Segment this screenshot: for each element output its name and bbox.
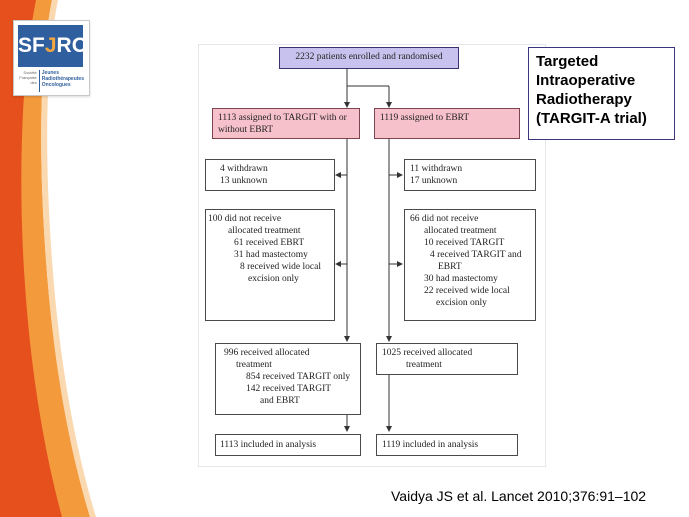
swoosh-deep <box>0 0 62 517</box>
consort-flowchart: 2232 patients enrolled and randomised 11… <box>198 44 546 467</box>
right-not-received-box: 66 did not receive allocated treatment 1… <box>404 209 536 321</box>
right-received-box: 1025 received allocated treatment <box>376 343 518 375</box>
title-line: Targeted <box>536 53 599 70</box>
logo-wordmark: SFJRO <box>18 25 88 67</box>
sfjro-logo: SFJRO Société Française des Jeunes Radio… <box>13 20 90 96</box>
logo-subtitle-right: Jeunes Radiothérapeutes Oncologues <box>41 70 84 88</box>
title-line: Radiotherapy <box>536 91 632 108</box>
left-assigned-box: 1113 assigned to TARGIT with or without … <box>212 108 360 139</box>
left-analysis-box: 1113 included in analysis <box>215 434 361 456</box>
enrolled-box: 2232 patients enrolled and randomised <box>279 47 459 69</box>
title-line: (TARGIT-A trial) <box>536 110 647 127</box>
right-analysis-box: 1119 included in analysis <box>376 434 518 456</box>
logo-subtitle: Société Française des Jeunes Radiothérap… <box>18 70 84 92</box>
slide-title-box: Targeted Intraoperative Radiotherapy (TA… <box>528 47 675 140</box>
left-received-box: 996 received allocated treatment 854 rec… <box>215 343 361 415</box>
flowchart-connectors <box>335 69 403 432</box>
right-assigned-box: 1119 assigned to EBRT <box>374 108 520 139</box>
left-not-received-box: 100 did not receive allocated treatment … <box>205 209 335 321</box>
citation-text: Vaidya JS et al. Lancet 2010;376:91–102 <box>391 488 647 504</box>
left-withdrawn-box: 4 withdrawn 13 unknown <box>205 159 335 191</box>
right-withdrawn-box: 11 withdrawn 17 unknown <box>404 159 536 191</box>
logo-subtitle-left: Société Française des <box>18 70 40 92</box>
title-line: Intraoperative <box>536 72 636 89</box>
